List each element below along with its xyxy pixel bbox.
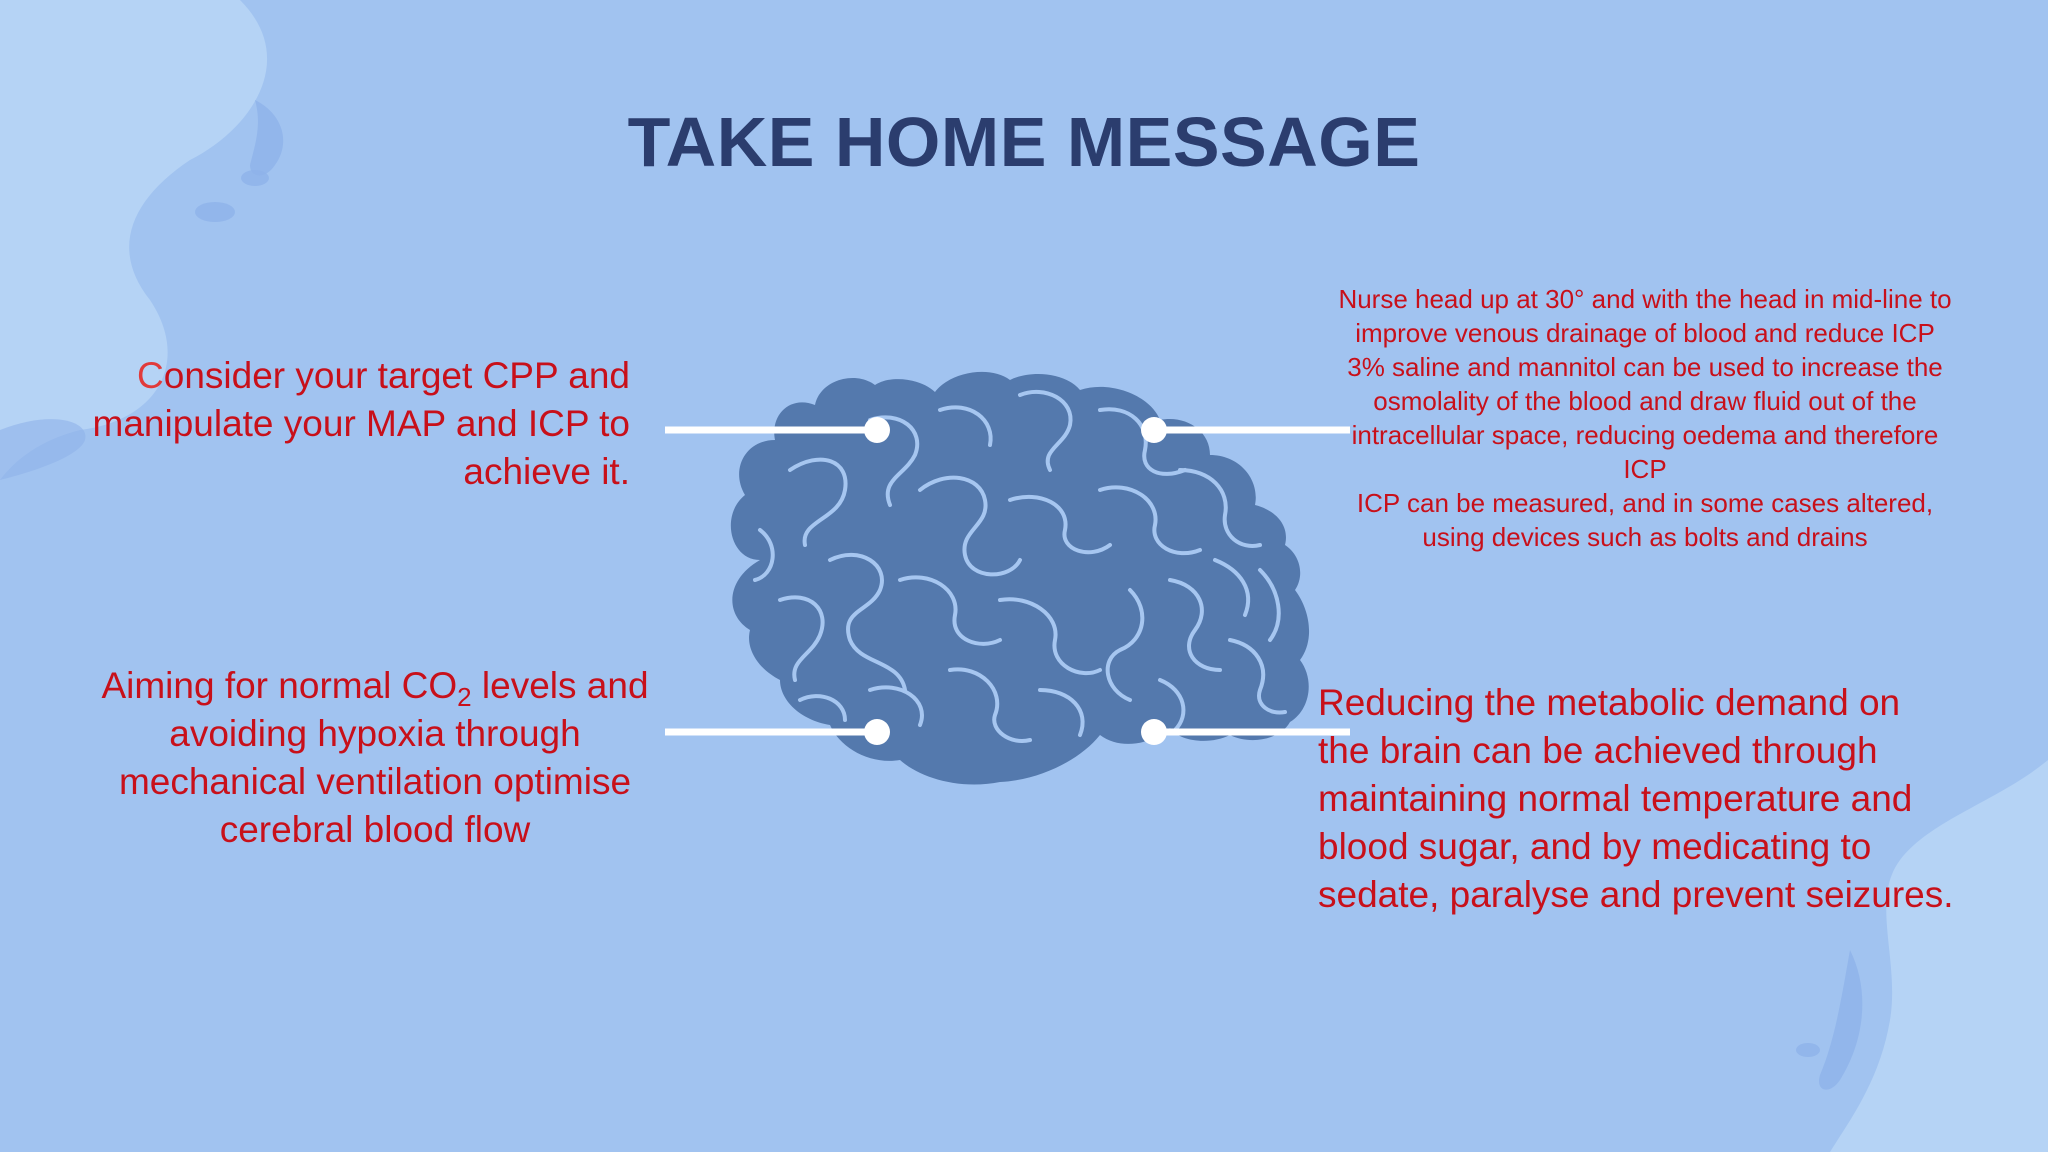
connector-bottom-left xyxy=(665,719,890,745)
brain-icon xyxy=(730,371,1310,785)
connector-bottom-right xyxy=(1141,719,1350,745)
message-icp-line-head-position: Nurse head up at 30° and with the head i… xyxy=(1338,284,1952,348)
connector-top-left xyxy=(665,417,890,443)
message-icp-line-osmotherapy: 3% saline and mannitol can be used to in… xyxy=(1347,352,1943,484)
message-icp-management: Nurse head up at 30° and with the head i… xyxy=(1330,282,1960,554)
top-left-blob xyxy=(0,0,268,480)
message-target-cpp: Consider your target CPP and manipulate … xyxy=(60,352,631,496)
blob-drop-3 xyxy=(1796,1043,1820,1057)
co2-subscript: 2 xyxy=(457,682,472,712)
blob-drop-1 xyxy=(241,170,269,186)
blob-drop-2 xyxy=(195,202,235,222)
message-co2-ventilation: Aiming for normal CO2 levels and avoidin… xyxy=(90,662,660,854)
left-wave xyxy=(0,419,86,480)
bottom-right-blob xyxy=(1830,760,2048,1152)
brain-folds xyxy=(753,389,1287,743)
page-title: TAKE HOME MESSAGE xyxy=(627,103,1421,181)
bottom-right-blob-highlight xyxy=(1819,950,1863,1090)
brain-silhouette xyxy=(730,371,1310,785)
message-co2-text-part2: levels and avoiding hypoxia through mech… xyxy=(118,665,649,850)
message-co2-text-part1: Aiming for normal CO xyxy=(101,665,458,706)
message-icp-line-monitoring: ICP can be measured, and in some cases a… xyxy=(1356,488,1934,552)
connector-top-right xyxy=(1141,417,1350,443)
top-left-blob-highlight xyxy=(250,100,284,176)
message-target-cpp-initial: C xyxy=(137,355,164,396)
message-target-cpp-text: onsider your target CPP and manipulate y… xyxy=(92,355,631,492)
message-metabolic-demand: Reducing the metabolic demand on the bra… xyxy=(1318,682,1954,915)
